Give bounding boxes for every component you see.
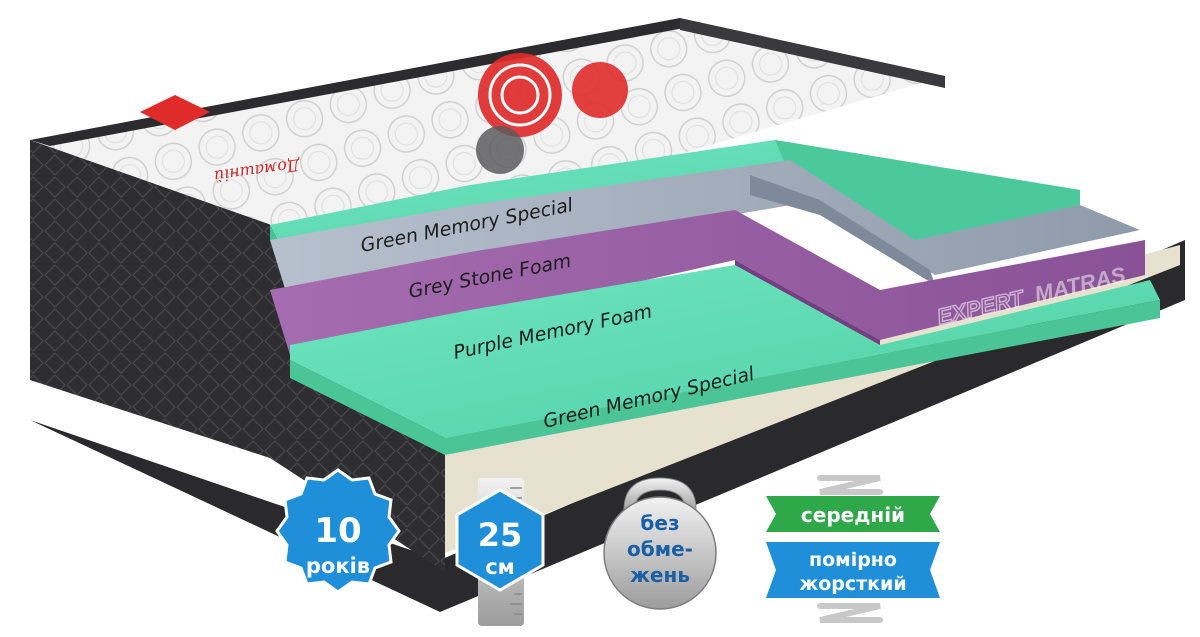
height-number: 25 [478,516,523,554]
cover-side-back [680,18,945,88]
warranty-badge: 10 років [275,468,401,594]
weight-line2: обме- [627,537,693,561]
mattress-top-cover [30,18,945,228]
firmness-bottom-line1: помірно [809,549,897,571]
warranty-number: 10 [314,511,361,551]
layer-green-bottom [290,265,1160,438]
mattress-side-left [30,140,270,458]
weight-line3: жень [630,563,690,587]
layer-purple-memory [270,210,1145,355]
height-unit: см [485,555,515,579]
firmness-bottom-line2: жорсткий [799,573,906,595]
firmness-badge: середній помірно жорсткий [766,475,940,623]
weight-line1: без [640,511,679,535]
weight-badge: без обме- жень [603,477,717,610]
cover-pattern: Домашній [140,53,628,186]
firmness-top: середній [801,503,905,527]
warranty-unit: років [306,554,370,578]
height-badge: 25 см [455,478,545,626]
layer-grey-stone [270,160,1140,305]
spring-icon [817,475,883,623]
